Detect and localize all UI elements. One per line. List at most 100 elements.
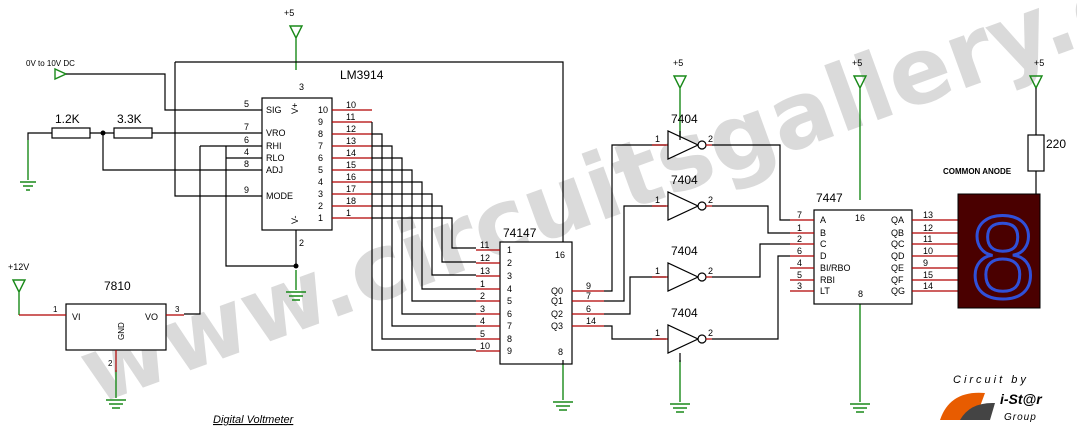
74147-pin-name: 3 — [507, 271, 512, 281]
lm3914-pin-num: 7 — [244, 122, 249, 132]
common-anode-label: COMMON ANODE — [943, 167, 1012, 176]
input-arrow — [54, 67, 68, 81]
7447-pin-num: 2 — [797, 234, 802, 244]
inverter-out-pin: 2 — [708, 134, 713, 144]
svg-text:16: 16 — [555, 250, 565, 260]
7447-out-pin-name: QG — [891, 286, 905, 296]
74147-pin-name: 6 — [507, 309, 512, 319]
lm3914-right-pin-name: 5 — [318, 165, 323, 175]
lm-to-encoder-wire — [372, 205, 476, 263]
vcc-label-lm3914: +5 — [284, 8, 294, 18]
7447-pin-name: C — [820, 239, 827, 249]
7447-pin-num: 1 — [797, 223, 802, 233]
inverter-in-pin: 1 — [655, 266, 660, 276]
seven-segment-display: 220 COMMON ANODE 8 — [943, 134, 1066, 326]
lm-to-encoder-wire — [372, 193, 476, 276]
74147-pin-num: 11 — [480, 240, 489, 250]
svg-text:VI: VI — [72, 312, 81, 322]
7447-out-pin-num: 15 — [923, 270, 933, 280]
svg-text:1: 1 — [53, 305, 58, 314]
lm3914-pin-name: VRO — [266, 128, 286, 138]
74147-pin-num: 10 — [480, 341, 490, 351]
lm3914-output-pin: 11 — [346, 112, 355, 122]
74147-pin-num: 12 — [480, 253, 490, 263]
inverter-triangle — [667, 262, 700, 292]
vcc-arrow-lm3914 — [288, 25, 304, 70]
74147-out-pin-name: Q2 — [551, 309, 563, 319]
lm3914-output-pin: 18 — [346, 196, 356, 206]
7447-out-pin-name: QC — [891, 239, 905, 249]
7447-pin-name: BI/RBO — [820, 263, 851, 273]
74147-pin-num: 13 — [480, 266, 490, 276]
74147-pin-name: 2 — [507, 258, 512, 268]
74147-out-pin-num: 14 — [586, 316, 596, 326]
svg-text:VO: VO — [145, 312, 158, 322]
7447-out-pin-num: 14 — [923, 281, 933, 291]
svg-text:2: 2 — [108, 359, 113, 368]
lm3914-output-pin: 10 — [346, 100, 356, 110]
inverter-input-wire — [604, 276, 666, 315]
inverter-bubble — [697, 201, 707, 211]
7447-title: 7447 — [816, 191, 843, 205]
display-digit: 8 — [970, 192, 1036, 324]
inverter-bubble — [697, 140, 707, 150]
inverter-title: 7404 — [671, 173, 698, 187]
7447-pin-name: B — [820, 228, 826, 238]
inverter-in-pin: 1 — [655, 195, 660, 205]
inverter-title: 7404 — [671, 306, 698, 320]
r3-label: 220 — [1046, 137, 1066, 151]
inverter-output-wire — [712, 243, 790, 278]
7447-out-pin-name: QB — [891, 228, 904, 238]
resistor-divider: 1.2K 3.3K — [27, 112, 262, 171]
7447-out-pin-name: QE — [891, 263, 904, 273]
lm3914-pin-num: 5 — [244, 99, 249, 109]
lm3914-pin-name: RLO — [266, 153, 285, 163]
7447-pin-name: A — [820, 215, 826, 225]
7447-pin-name: LT — [820, 286, 830, 296]
input-label: 0V to 10V DC — [26, 59, 75, 68]
7810-title: 7810 — [104, 279, 131, 293]
lm3914-pin-num: 4 — [244, 147, 249, 157]
vcc-arrow-display — [1028, 75, 1044, 90]
inverter-title: 7404 — [671, 112, 698, 126]
inverter-out-pin: 2 — [708, 266, 713, 276]
lm3914-output-pin: 12 — [346, 124, 356, 134]
lm3914-right-pin-name: 3 — [318, 189, 323, 199]
ground-symbols — [20, 140, 870, 413]
svg-text:8: 8 — [558, 347, 563, 357]
7447-pin-num: 5 — [797, 270, 802, 280]
svg-text:V-: V- — [290, 215, 300, 224]
lm-to-encoder-wire — [372, 133, 476, 340]
lm3914-output-pin: 1 — [346, 208, 351, 218]
inverter-input-wire — [604, 144, 666, 292]
74147-pin-name: 8 — [507, 334, 512, 344]
74147-pin-num: 4 — [480, 316, 485, 326]
7447-out-pin-name: QD — [891, 251, 905, 261]
7447-out-pin-name: QA — [891, 215, 904, 225]
lm3914-right-pin-name: 8 — [318, 129, 323, 139]
lm3914-output-pin: 14 — [346, 148, 356, 158]
logo-brand: i-St@r — [1000, 391, 1043, 407]
7447-body — [813, 209, 913, 305]
lm-to-encoder-wire — [372, 181, 476, 290]
7447-out-pin-num: 10 — [923, 246, 933, 256]
74147-out-pin-name: Q0 — [551, 286, 563, 296]
resistor-3k3 — [113, 127, 153, 139]
svg-text:GND: GND — [117, 322, 126, 340]
vcc-label-7447: +5 — [852, 58, 862, 68]
7447-out-pin-num: 12 — [923, 223, 933, 233]
lm-to-encoder-wire — [371, 122, 476, 351]
lm3914-output-pin: 13 — [346, 136, 356, 146]
inverter-output-wire — [712, 255, 790, 340]
logo-sub: Group — [1004, 412, 1037, 423]
lm3914-output-pin: 17 — [346, 184, 356, 194]
74147-out-pin-num: 9 — [586, 281, 591, 291]
r1-label: 1.2K — [55, 112, 80, 126]
vcc-label-7404: +5 — [673, 58, 683, 68]
